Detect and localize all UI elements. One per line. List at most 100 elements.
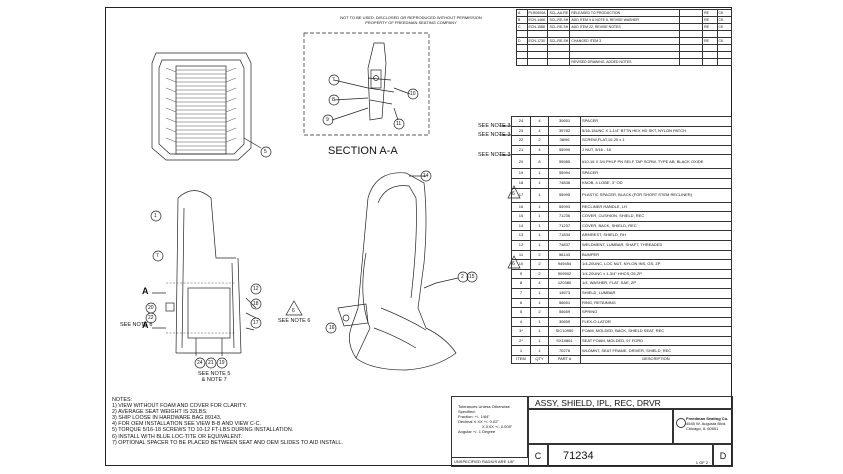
tolerance-text: Tolerances Unless Otherwise Specified: F… [452,397,527,434]
bom-cell-qty: 2 [530,135,549,146]
bom-header-pn: PART # [548,355,581,365]
bom-cell-qty: 1 [530,287,549,299]
bom-cell-qty: 1 [530,297,549,309]
note-6: 6) INSTALL WITH BLUE LOC-TITE OR EQUIVAL… [112,433,243,440]
bom-header-item: ITEM [511,355,531,365]
section-arrow-a-top: A [142,286,149,296]
see-note-bottom-line-2: & NOTE 7 [201,377,227,383]
bom-cell-desc: KNOB, 4 LOBE, 3" OD [580,177,732,189]
bom-cell-item: 4 [511,316,531,328]
bom-cell-item: 12 [511,239,531,251]
revision-cell [716,58,733,66]
title-cell: ASSY, SHIELD, IPL, REC, DRVR [528,396,733,409]
balloon-8: 8 [332,97,335,103]
see-note-right: SEE NOTE 6 [278,318,311,324]
balloon-5: 5 [264,149,267,155]
company-address-2: Chicago, IL 60651 [686,426,719,431]
company-address-1: 4545 W. Augusta Blvd. [686,421,727,426]
bom-cell-desc: SHIELD, LUMBAR [580,287,732,299]
triangle-6: 6 [292,308,295,314]
bom-cell-qty: 1 [530,220,549,232]
bom-cell-qty: 1 [530,168,549,179]
bom-cell-pn: 56143 [548,249,581,261]
bom-cell-desc: SEAT FOAM, MOLDED, 97 FORD [580,335,732,347]
note-5: 5) TORQUE 5/16-18 SCREWS TO 10-12 FT-LBS… [112,427,294,434]
seat-isometric-view [337,172,459,371]
dwg-no-cell: 71234 1 OF 2 [548,444,713,467]
balloon-7b: 7 [156,253,159,259]
bom-cell-item: 8 [511,278,531,289]
section-label: SECTION A-A [328,145,398,157]
bom-cell-pn: SIC10950 [548,326,581,337]
see-note-bottom-line-1: SEE NOTE 5 [198,371,231,377]
bom-cell-pn: 38/96 [548,135,581,146]
bom-cell-item: 16 [511,201,531,213]
rev-cell: D [713,444,733,467]
bom-cell-desc: FLEX-O-LATOR [580,316,732,328]
bom-cell-qty: 4 [530,116,549,127]
bom-cell-pn: 949454 [548,259,581,270]
bom-cell-qty: 1 [530,201,549,213]
bom-cell-desc: SCREW,FLAT,10-20 x 1 [580,135,732,146]
bom-cell-qty: 1 [530,326,549,337]
balloon-19: 19 [219,360,225,366]
bom-cell-desc: SPACER [580,168,732,179]
balloon-17: 17 [253,320,259,326]
balloon-10: 10 [410,91,416,97]
bom-cell-qty: 1 [530,211,549,222]
company-logo-icon [676,418,686,428]
bom-cell-item: 24 [511,116,531,127]
see-note-bottom: SEE NOTE 5 & NOTE 7 [198,371,230,383]
balloon-18: 18 [253,301,259,307]
bom-cell-desc: RING, RETAINING [580,297,732,309]
blank-approval-cell [528,409,673,444]
bom-cell-pn: 55994 [548,168,581,179]
bom-cell-qty: 1 [530,230,549,241]
balloon-12: 12 [253,286,259,292]
tolerance-line-2: Specified: [458,409,476,414]
balloon-24: 24 [197,360,203,366]
tolerance-line-6: Angular +/- 1 Degree [458,429,496,434]
bom-cell-qty: 1 [530,335,549,347]
balloon-20: 20 [148,305,154,311]
bom-cell-item: 11 [511,249,531,261]
bom-cell-item: 19 [511,168,531,179]
balloon-7: 7 [332,77,335,83]
tolerance-line-1: Tolerances Unless Otherwise [458,404,510,409]
bom-cell-desc: WELDMENT, LUMBAR, SHAFT, THREADED [580,239,732,251]
bom-cell-desc: 1/4, WASHER, FLAT, SAE, ZP [580,278,732,289]
radius-note: UNSPECIFIED RADIUS ARE 1/8" [454,459,515,464]
bom-cell-item: 1 [511,345,531,357]
revision-cell [526,58,549,66]
top-view [151,52,272,161]
bom-cell-desc: 1/4-20UNC x 1-3/4" HHCS,G5,ZP [580,268,732,280]
bom-cell-pn: 71834 [548,230,581,241]
section-aa-view [303,32,430,136]
bom-cell-desc: ARMREST, SHIELD, RH [580,230,732,241]
bom-cell-pn: 55659 [548,307,581,318]
bom-cell-pn: 55995 [548,187,581,203]
bom-cell-pn: 55985 [548,154,581,170]
see-note-21: SEE NOTE 3 [478,152,511,158]
note-7: 7) OPTIONAL SPACER TO BE PLACED BETWEEN … [112,439,343,446]
balloon-2: 2 [461,274,464,280]
drawing-rev: D [719,451,727,461]
bom-cell-item: 20 [511,154,531,170]
balloon-21: 21 [208,360,214,366]
bom-cell-pn: 909502 [548,268,581,280]
note-1: 1) VIEW WITHOUT FOAM AND COVER FOR CLARI… [112,403,247,410]
bom-cell-desc: BUMPER [580,249,732,261]
bom-cell-desc: PLASTIC SPACER, BLACK (FOR SHORT STEM RE… [580,187,732,203]
